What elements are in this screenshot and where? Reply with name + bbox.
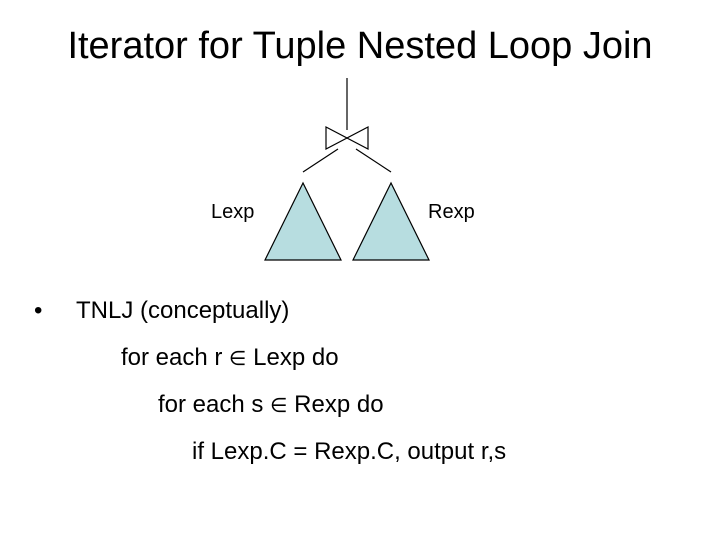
left-subtree-label: Lexp [211,201,255,223]
right-edge [355,148,392,173]
bowtie-join-icon [325,126,369,150]
bullet-heading: TNLJ (conceptually) [76,297,290,324]
left-subtree-triangle [264,181,342,261]
code-line-2-after: Rexp do [287,391,384,418]
code-line-2: for each s ∈ Rexp do [158,390,384,420]
code-line-1-before: for each r [121,344,230,371]
element-of-symbol: ∈ [229,346,247,370]
code-line-2-before: for each s [158,391,271,418]
element-of-symbol: ∈ [270,393,288,417]
code-line-3: if Lexp.C = Rexp.C, output r,s [192,438,507,465]
right-subtree-triangle [352,181,430,261]
code-line-1-after: Lexp do [246,344,339,371]
code-line-1: for each r ∈ Lexp do [121,343,339,373]
left-edge [302,148,339,173]
slide-title: Iterator for Tuple Nested Loop Join [67,25,653,67]
right-subtree-label: Rexp [428,201,475,223]
bullet-marker: • [34,297,43,324]
